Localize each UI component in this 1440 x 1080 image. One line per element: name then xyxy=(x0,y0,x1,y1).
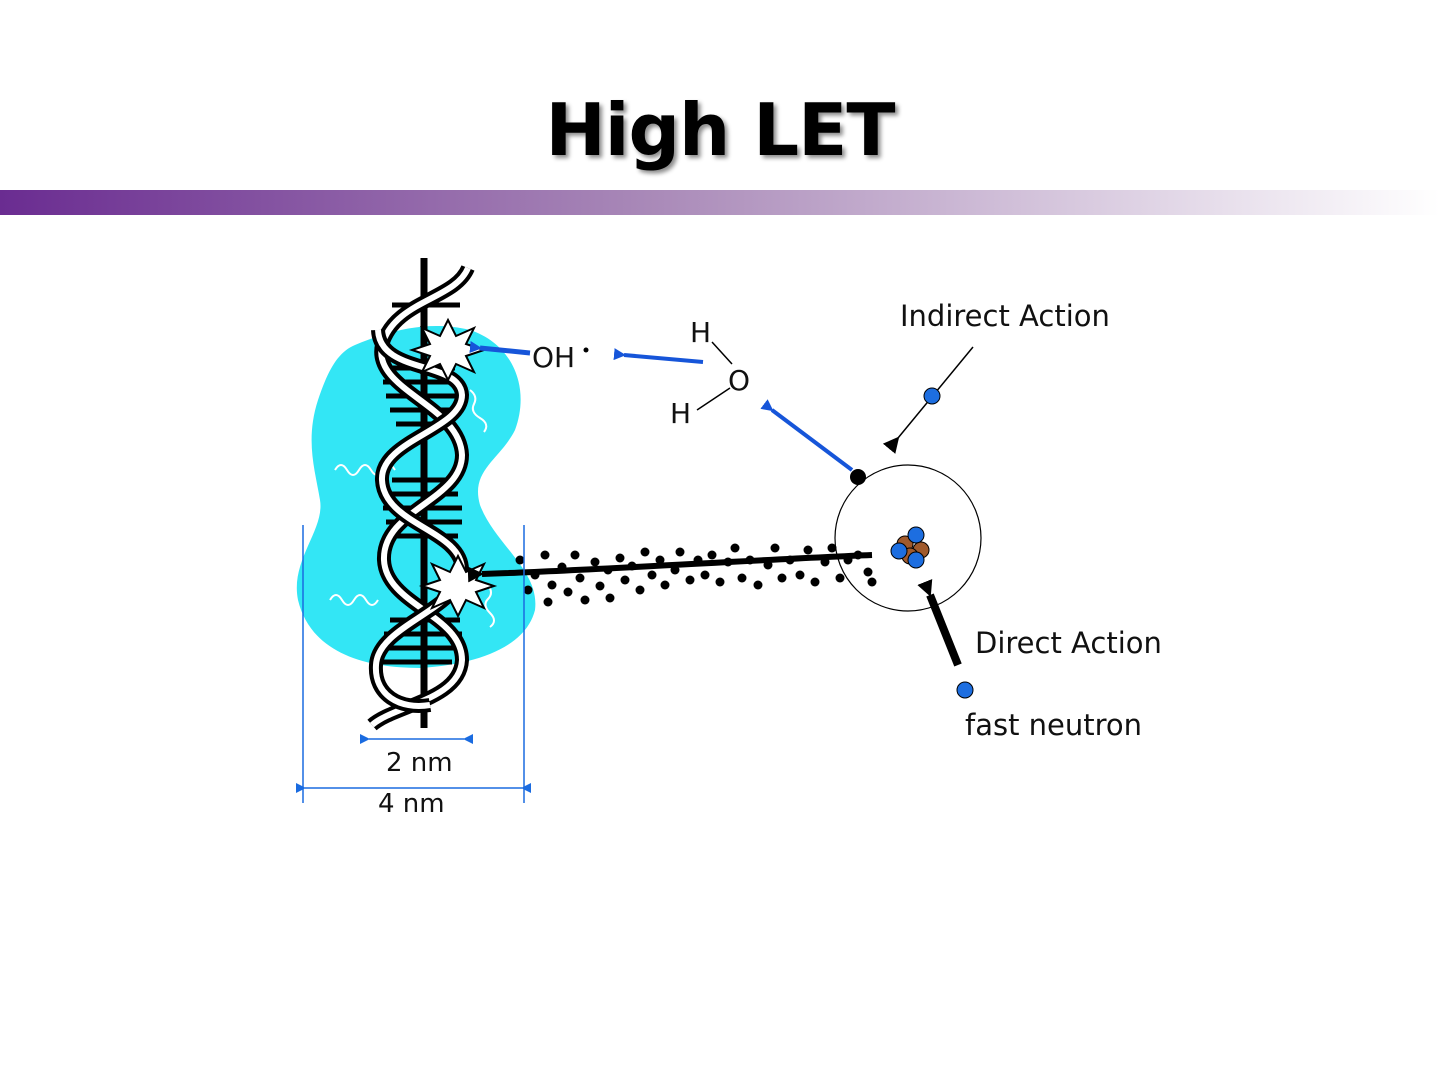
slide-title: High LET xyxy=(545,88,896,172)
water-h-bottom: H xyxy=(670,397,691,430)
ionization-track-arrow xyxy=(467,552,873,583)
oh-radical-label: OH xyxy=(532,341,575,374)
water-bond-top xyxy=(711,341,733,365)
oh-attack-arrow xyxy=(469,341,531,356)
ionization-track xyxy=(515,543,877,607)
radical-dot xyxy=(583,347,589,353)
dimension-2nm-label: 2 nm xyxy=(386,748,453,778)
direct-damage-star xyxy=(418,553,498,619)
ejected-electron xyxy=(850,469,866,485)
indirect-damage-star xyxy=(408,317,488,383)
dimension-lines xyxy=(296,525,531,803)
title-gradient-bar xyxy=(0,190,1440,215)
atom-nucleus xyxy=(890,526,930,569)
water-bond-bottom xyxy=(696,387,731,411)
water-o: O xyxy=(728,364,750,397)
fast-neutron xyxy=(956,681,974,699)
water-to-oh-arrow xyxy=(613,348,704,364)
fast-neutron-label: fast neutron xyxy=(965,708,1142,742)
direct-action-arrow xyxy=(917,579,962,667)
water-h-top: H xyxy=(690,316,711,349)
atom-orbit xyxy=(834,464,982,612)
dimension-4nm-label: 4 nm xyxy=(378,789,445,819)
indirect-action-label: Indirect Action xyxy=(900,299,1110,333)
indirect-neutron xyxy=(923,387,941,405)
direct-action-label: Direct Action xyxy=(975,626,1162,660)
electron-to-water-arrow xyxy=(760,399,854,472)
